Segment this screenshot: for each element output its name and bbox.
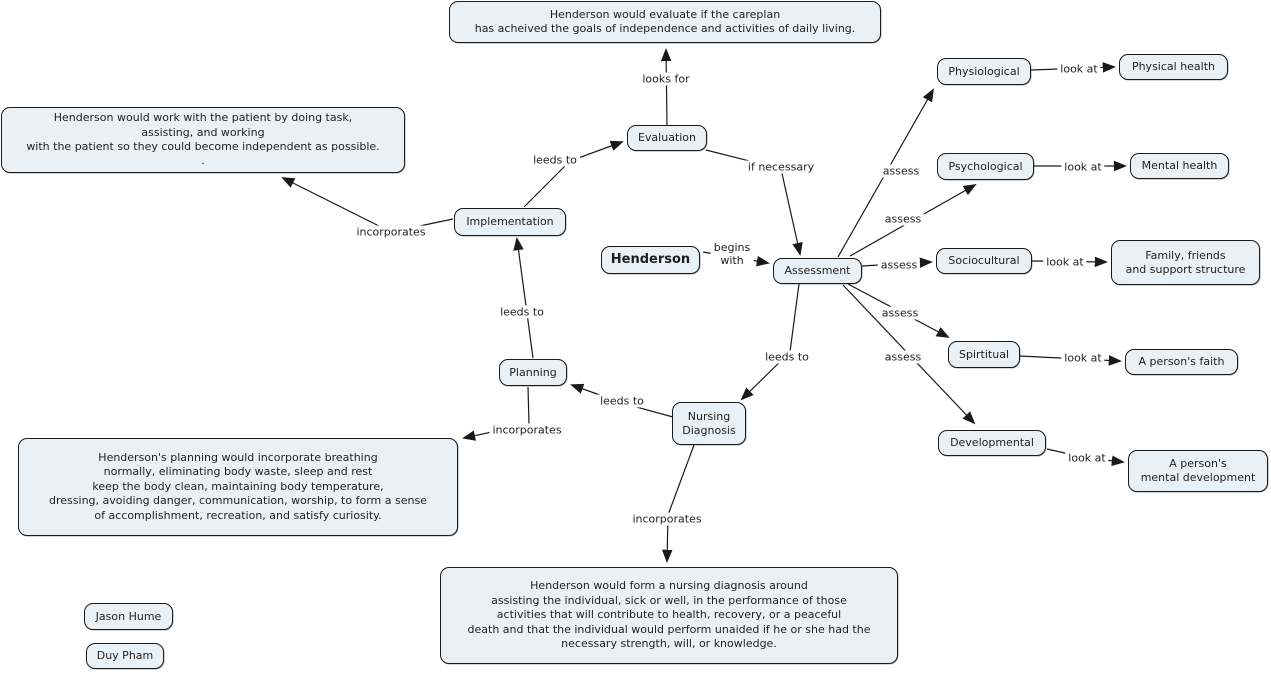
concept-implementation-note[interactable]: Henderson would work with the patient by… [1,107,405,173]
concept-family-friends[interactable]: Family, friends and support structure [1111,240,1260,285]
concept-nursing-diagnosis[interactable]: Nursing Diagnosis [672,402,746,445]
link-label-leeds-to-nursing-diagnosis-planning[interactable]: leeds to [597,394,647,408]
concept-implementation[interactable]: Implementation [454,208,566,236]
link-label-leeds-to-planning-implementation[interactable]: leeds to [497,305,547,319]
link-label-assess-spiritual[interactable]: assess [878,306,922,320]
link-label-if-necessary[interactable]: if necessary [744,160,818,174]
link-label-look-at-mental-development[interactable]: look at [1065,451,1109,465]
concept-nursing-diagnosis-note[interactable]: Henderson would form a nursing diagnosis… [440,567,898,664]
link-label-looks-for[interactable]: looks for [639,72,693,86]
concept-henderson[interactable]: Henderson [601,246,700,274]
concept-assessment[interactable]: Assessment [773,258,862,284]
link-label-incorporates-implementation[interactable]: incorporates [353,225,429,239]
concept-mental-health[interactable]: Mental health [1130,153,1229,179]
concept-sociocultural[interactable]: Sociocultural [936,248,1032,274]
link-label-begins-with[interactable]: begins with [710,241,754,267]
link-label-look-at-persons-faith[interactable]: look at [1061,351,1105,365]
link-label-leeds-to-implementation-evaluation[interactable]: leeds to [530,153,580,167]
link-label-look-at-physical-health[interactable]: look at [1057,62,1101,76]
concept-mental-development[interactable]: A person's mental development [1128,450,1268,492]
concept-planning-note[interactable]: Henderson's planning would incorporate b… [18,438,458,536]
concept-evaluation[interactable]: Evaluation [627,125,707,151]
link-label-incorporates-planning[interactable]: incorporates [489,423,565,437]
link-label-incorporates-nursing-diagnosis[interactable]: incorporates [629,512,705,526]
link-label-look-at-family-friends[interactable]: look at [1043,255,1087,269]
concept-developmental[interactable]: Developmental [938,430,1046,456]
concept-physical-health[interactable]: Physical health [1119,54,1228,80]
link-label-assess-sociocultural[interactable]: assess [877,258,921,272]
concept-evaluation-note[interactable]: Henderson would evaluate if the careplan… [449,1,881,43]
link-label-look-at-mental-health[interactable]: look at [1061,160,1105,174]
link-label-leeds-to-assessment-nursing-diagnosis[interactable]: leeds to [762,350,812,364]
concept-spiritual[interactable]: Spirtitual [948,341,1020,368]
concept-planning[interactable]: Planning [499,359,567,386]
link-label-assess-developmental[interactable]: assess [881,350,925,364]
concept-psychological[interactable]: Psychological [937,153,1034,180]
concept-persons-faith[interactable]: A person's faith [1125,349,1238,375]
link-label-assess-physiological[interactable]: assess [879,164,923,178]
author-name-duy-pham[interactable]: Duy Pham [86,643,164,669]
link-label-assess-psychological[interactable]: assess [881,212,925,226]
concept-physiological[interactable]: Physiological [937,58,1031,85]
author-name-jason-hume[interactable]: Jason Hume [84,603,173,630]
